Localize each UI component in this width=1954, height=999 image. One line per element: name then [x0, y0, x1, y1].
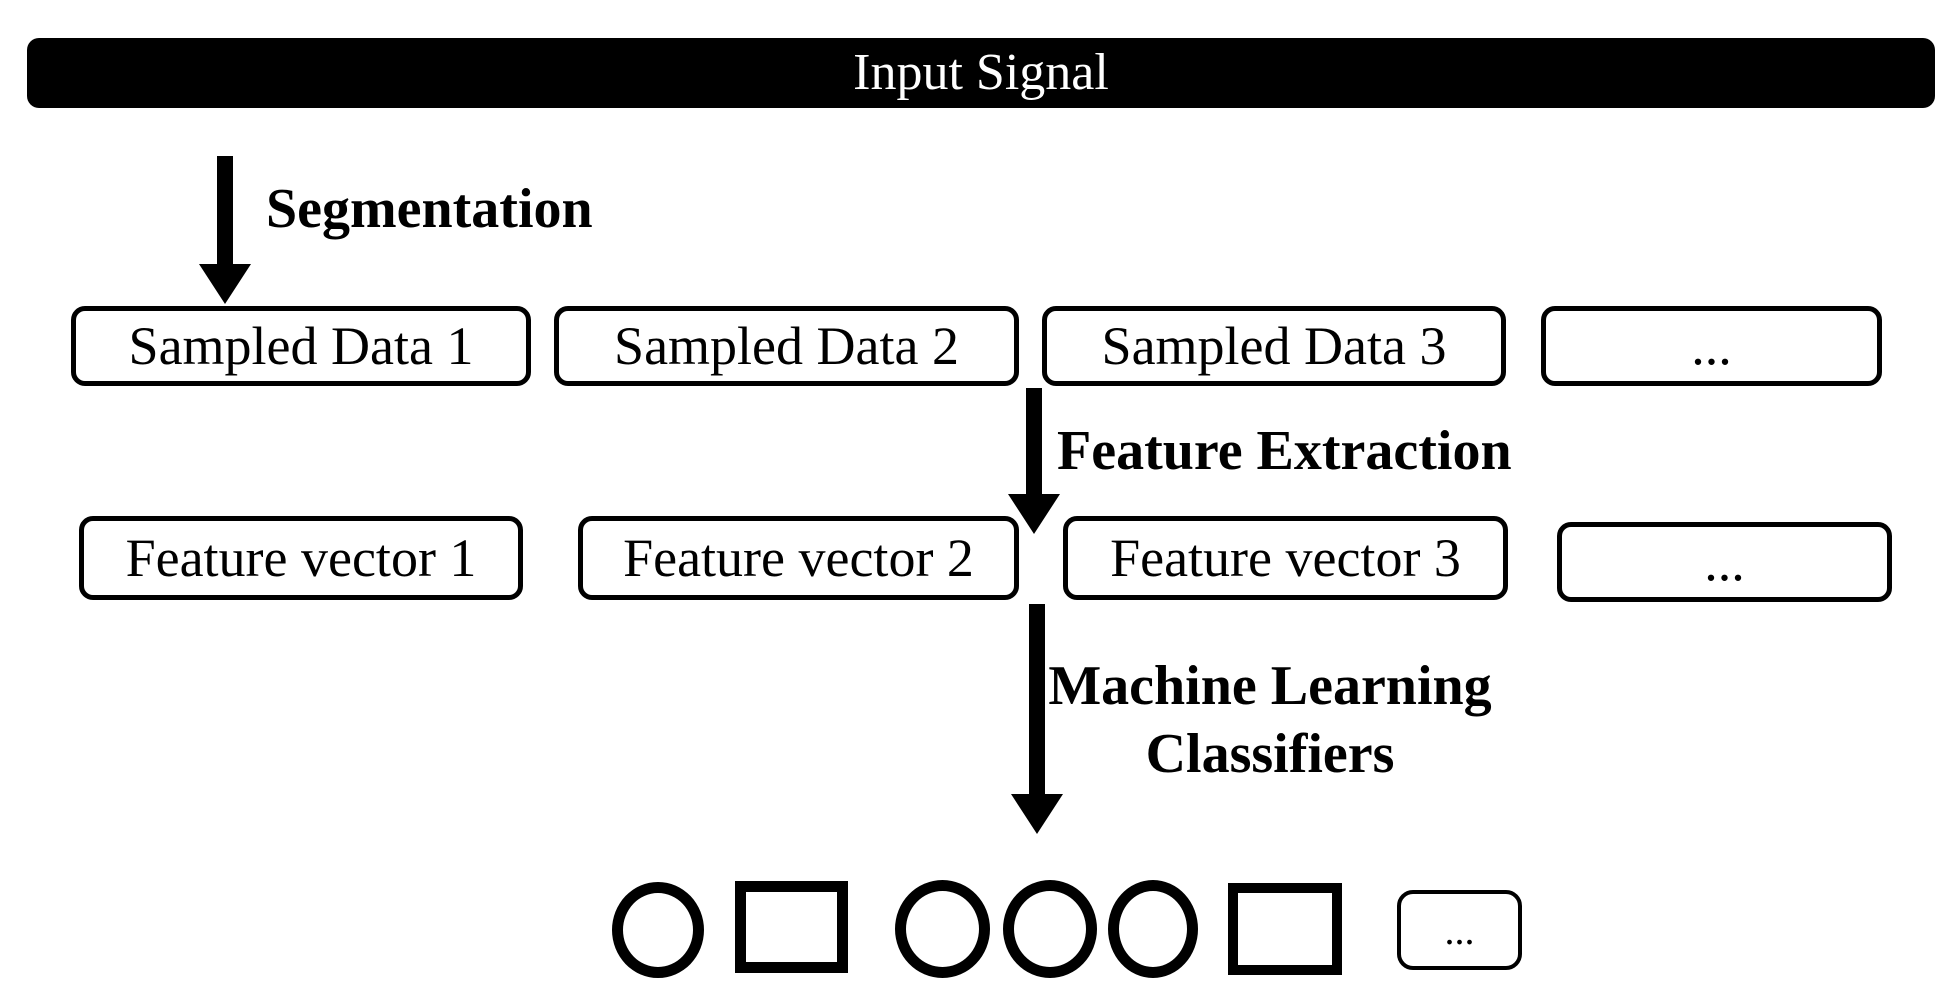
sampled-data-1-label: Sampled Data 1 [128, 316, 474, 376]
feature-extraction-arrow-icon [1008, 388, 1060, 534]
feature-vector-ellipsis-box: ... [1557, 522, 1892, 602]
input-signal-banner: Input Signal [27, 38, 1935, 108]
feature-vector-1-label: Feature vector 1 [125, 528, 477, 588]
sampled-data-2-box: Sampled Data 2 [554, 306, 1019, 386]
segmentation-label: Segmentation [266, 178, 593, 240]
class-circle-icon-2 [895, 880, 990, 978]
input-signal-title: Input Signal [853, 44, 1109, 101]
feature-vector-3-box: Feature vector 3 [1063, 516, 1508, 600]
feature-vector-2-box: Feature vector 2 [578, 516, 1019, 600]
feature-vector-2-label: Feature vector 2 [623, 528, 974, 588]
ml-classifiers-label-line1: Machine Learning [1048, 655, 1492, 717]
class-ellipsis-box: ... [1397, 890, 1522, 970]
sampled-data-2-label: Sampled Data 2 [614, 316, 959, 376]
ml-classifiers-arrow-icon [1011, 604, 1063, 834]
class-circle-icon-4 [1108, 880, 1198, 978]
class-circle-icon-1 [612, 882, 704, 978]
feature-extraction-label: Feature Extraction [1057, 420, 1512, 482]
ml-classifiers-label: Machine Learning Classifiers [1020, 652, 1520, 788]
segmentation-arrow-icon [199, 156, 251, 304]
sampled-data-ellipsis-box: ... [1541, 306, 1882, 386]
sampled-data-3-box: Sampled Data 3 [1042, 306, 1506, 386]
class-rectangle-icon-1 [735, 881, 848, 973]
feature-vector-3-label: Feature vector 3 [1110, 528, 1461, 588]
class-rectangle-icon-2 [1228, 883, 1342, 975]
sampled-data-1-box: Sampled Data 1 [71, 306, 531, 386]
class-circle-icon-3 [1003, 880, 1097, 978]
feature-vector-1-box: Feature vector 1 [79, 516, 523, 600]
sampled-data-3-label: Sampled Data 3 [1101, 316, 1447, 376]
sampled-data-ellipsis-label: ... [1691, 316, 1732, 376]
ml-classifiers-label-line2: Classifiers [1145, 723, 1395, 785]
class-ellipsis-label: ... [1444, 907, 1475, 953]
feature-vector-ellipsis-label: ... [1704, 532, 1745, 592]
